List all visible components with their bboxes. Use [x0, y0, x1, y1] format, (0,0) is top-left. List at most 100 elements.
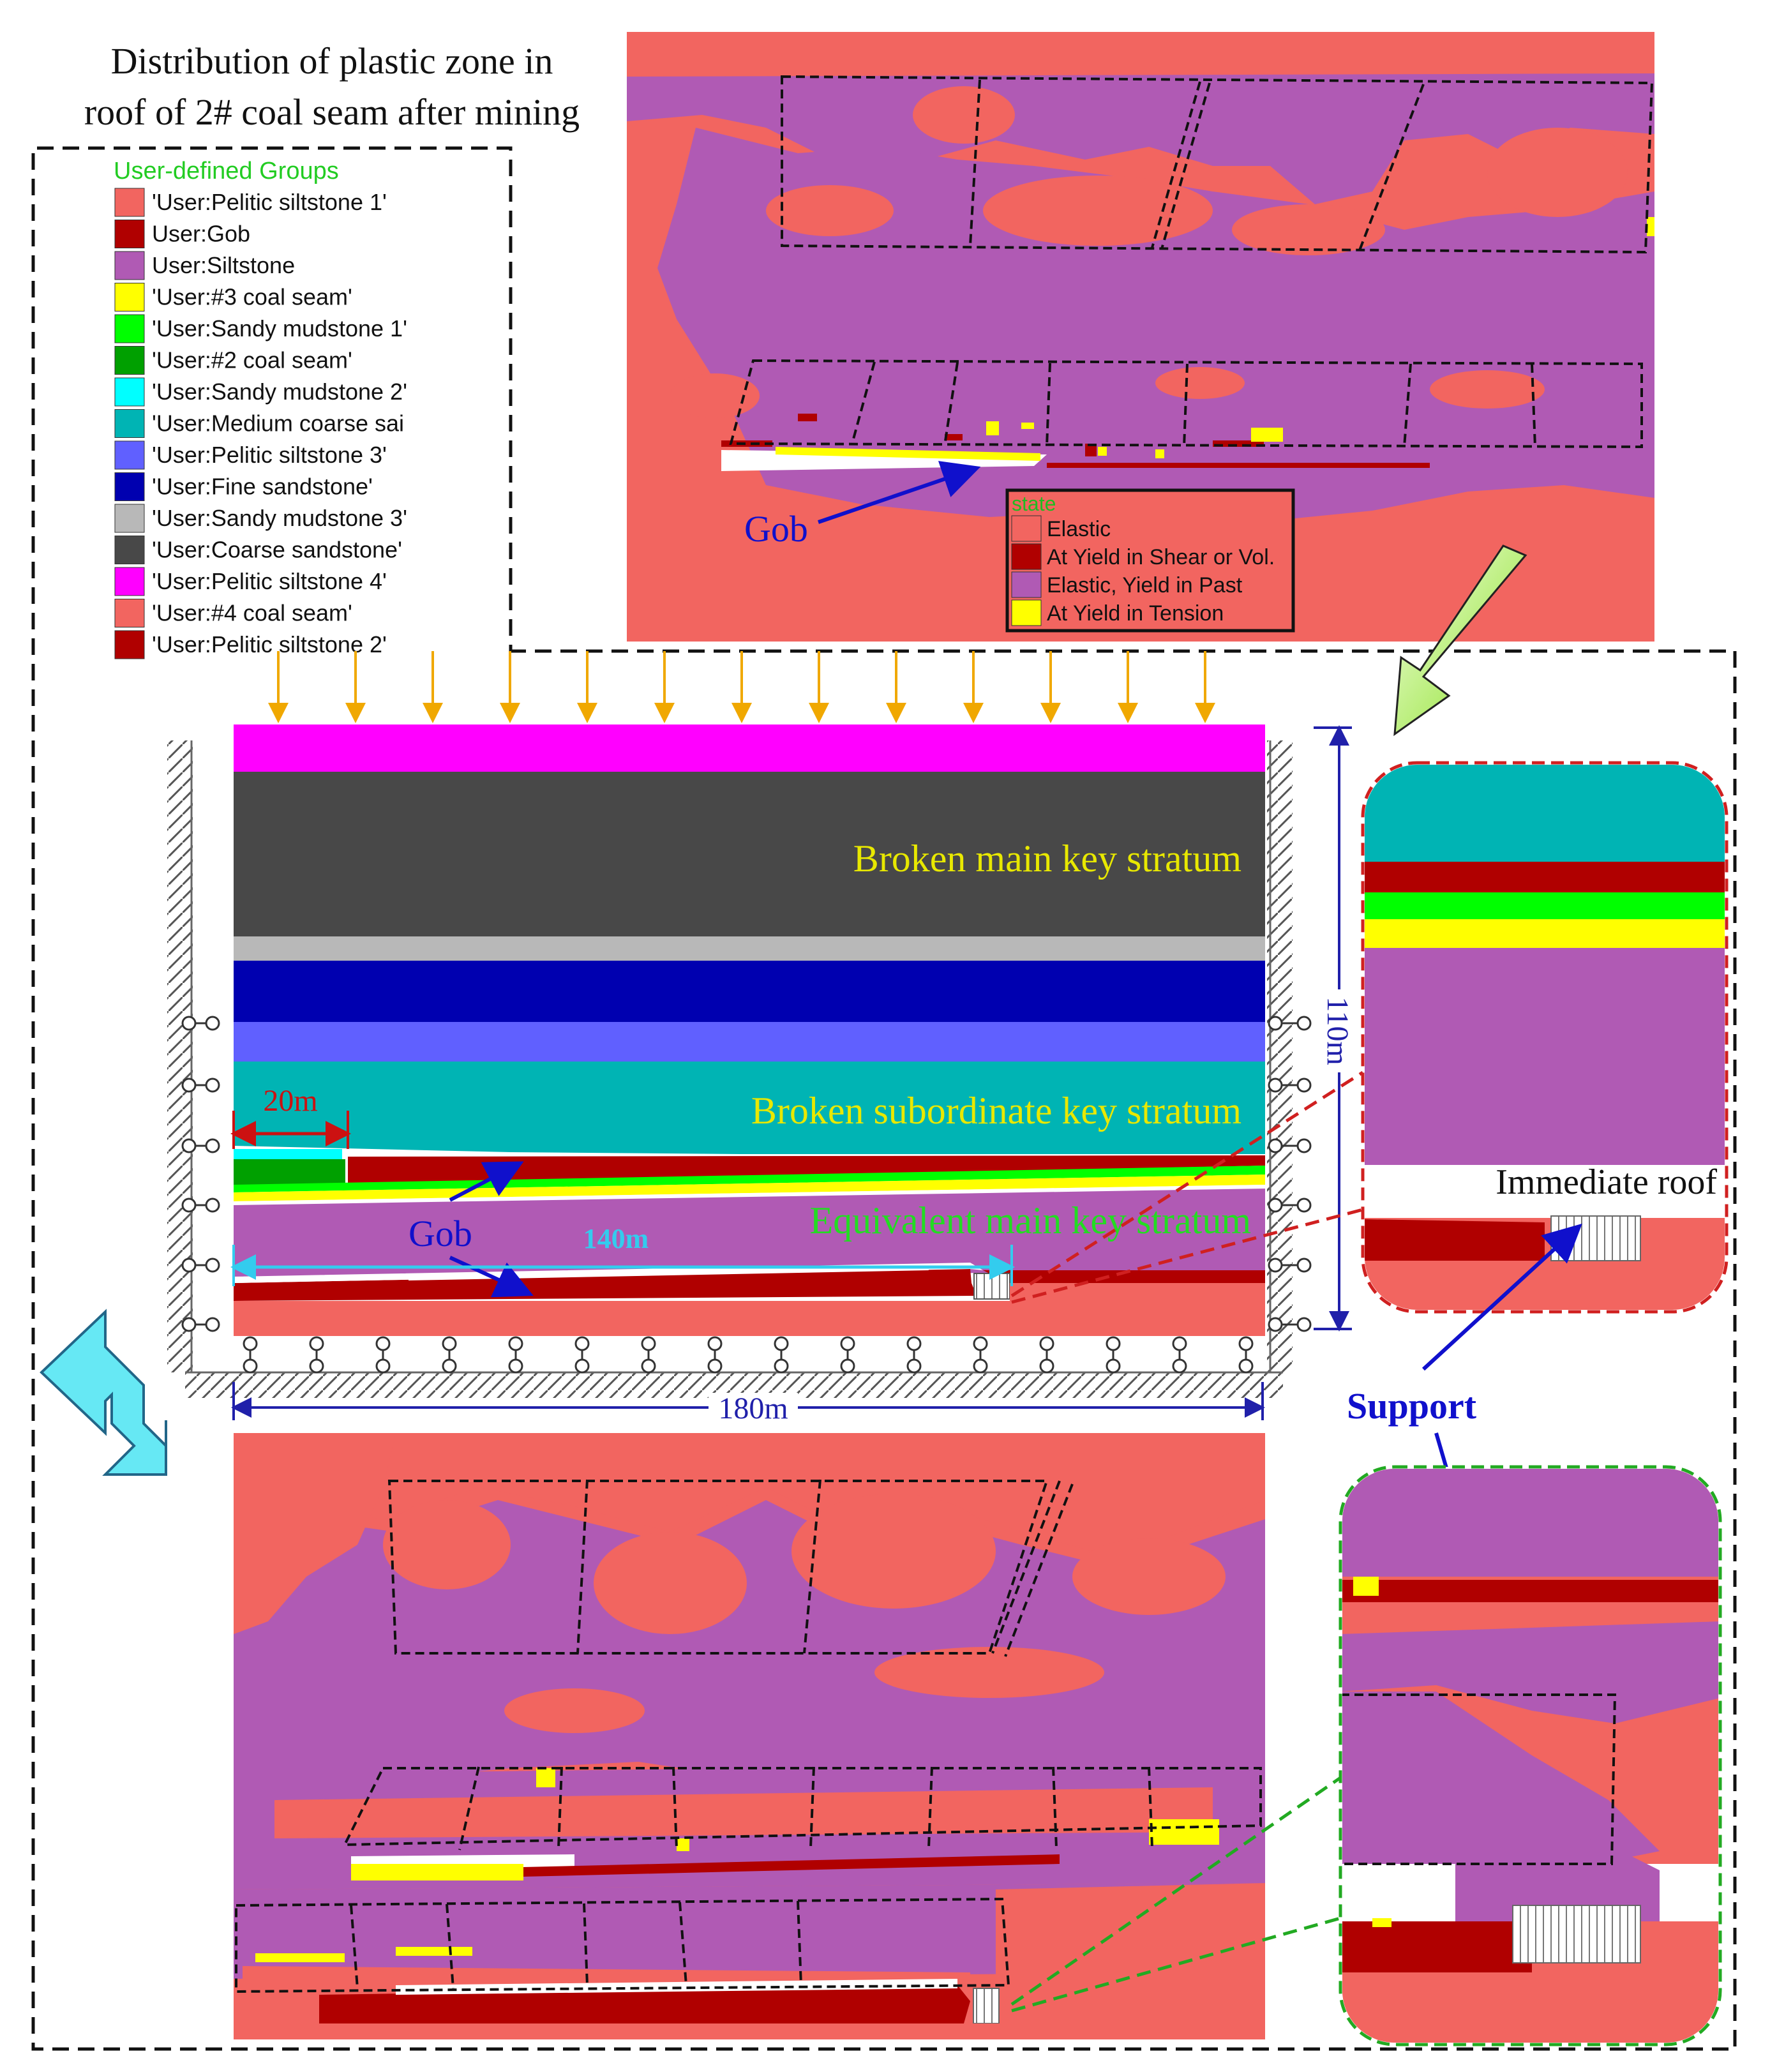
group-legend-item: 'User:Pelitic siltstone 2' [114, 630, 387, 659]
dim-180m-label: 180m [718, 1392, 788, 1425]
state-legend-swatch [1011, 599, 1042, 626]
group-legend-swatch [114, 472, 145, 501]
red-connector-lower [1011, 1208, 1363, 1304]
model-support [973, 1273, 1010, 1300]
group-legend-item: 'User:Fine sandstone' [114, 472, 373, 501]
state-legend-heading: state [1012, 492, 1056, 515]
side-roller [1268, 1197, 1312, 1213]
green-connector-lower [1011, 1916, 1341, 2013]
group-legend-swatch [114, 251, 145, 280]
group-legend-swatch [114, 567, 145, 596]
state-legend-item: Elastic [1011, 515, 1111, 542]
numerical-model: Broken main key stratum Broken subordina… [167, 651, 1354, 1425]
state-legend-swatch [1011, 571, 1042, 598]
state-legend-swatch [1011, 515, 1042, 542]
stratum-coarse-sandstone [234, 772, 1265, 936]
group-legend-label: 'User:Sandy mudstone 1' [152, 315, 407, 342]
group-legend-item: 'User:#4 coal seam' [114, 599, 352, 627]
group-legend-swatch [114, 536, 145, 564]
group-legend-item: 'User:#2 coal seam' [114, 346, 352, 375]
side-roller [181, 1197, 220, 1213]
side-roller [181, 1077, 220, 1093]
bottom-roller [442, 1336, 457, 1374]
support-label: Support [1347, 1385, 1477, 1427]
bottom-roller [508, 1336, 523, 1374]
top-plastic-panel: Gob state Elastic At Yield in Shear or Vo… [627, 32, 1654, 642]
green-connector-upper [1010, 1776, 1342, 2006]
top-gob-label: Gob [744, 508, 808, 550]
stratum-pelitic-siltstone-3 [234, 1022, 1265, 1062]
group-legend-label: 'User:Pelitic siltstone 4' [152, 568, 387, 594]
group-legend-swatch [114, 599, 145, 627]
group-legend-heading: User-defined Groups [114, 158, 339, 184]
group-legend-item: User:Gob [114, 220, 250, 248]
state-legend: state Elastic At Yield in Shear or Vol. El… [1005, 488, 1295, 633]
side-roller [181, 1016, 220, 1031]
group-legend-label: User:Gob [152, 221, 250, 247]
group-legend-item: 'User:Sandy mudstone 3' [114, 504, 407, 533]
support-zoom [1339, 1465, 1722, 2046]
group-legend-item: 'User:Pelitic siltstone 3' [114, 440, 387, 470]
group-legend-swatch [114, 377, 145, 407]
label-equivalent-main-key: Equivalent main key stratum [810, 1199, 1252, 1242]
group-legend-label: 'User:Fine sandstone' [152, 474, 373, 500]
dim-110m-label: 110m [1321, 996, 1354, 1065]
group-legend-item: 'User:Medium coarse sai [114, 409, 404, 438]
figure-title-line1: Distribution of plastic zone in [111, 40, 553, 82]
group-legend-item: 'User:Coarse sandstone' [114, 536, 402, 564]
group-legend-label: 'User:Coarse sandstone' [152, 537, 402, 563]
label-broken-subordinate-key: Broken subordinate key stratum [751, 1090, 1241, 1132]
dim-20m-label: 20m [263, 1084, 317, 1118]
group-legend-item: 'User:Sandy mudstone 2' [114, 377, 407, 407]
group-legend-swatch [114, 346, 145, 375]
state-legend-item: At Yield in Shear or Vol. [1011, 543, 1275, 570]
state-legend-item: Elastic, Yield in Past [1011, 571, 1243, 598]
state-legend-label: Elastic, Yield in Past [1047, 573, 1243, 597]
group-legend: User-defined Groups 'User:Pelitic siltst… [114, 158, 407, 659]
dim-140m-label: 140m [583, 1223, 649, 1254]
group-legend-label: 'User:Sandy mudstone 2' [152, 379, 407, 405]
group-legend-swatch [114, 188, 145, 217]
side-roller [1268, 1077, 1312, 1093]
model-gob-arrow-up [449, 1161, 524, 1202]
model-gob-label: Gob [409, 1213, 472, 1254]
label-broken-main-key: Broken main key stratum [853, 837, 1241, 880]
big-green-arrow [1393, 544, 1527, 737]
side-roller [1268, 1016, 1312, 1031]
stratum-pelitic-siltstone-1 [234, 1301, 1265, 1336]
bottom-plastic-panel [234, 1433, 1265, 2039]
stratum-medium-coarse-sandstone [234, 1062, 1265, 1154]
group-legend-swatch [114, 409, 145, 438]
group-legend-label: User:Siltstone [152, 252, 295, 278]
bottom-roller [641, 1336, 656, 1374]
state-legend-label: At Yield in Shear or Vol. [1047, 545, 1275, 569]
outer-dashed-frame [31, 146, 1737, 2051]
group-legend-swatch [114, 220, 145, 248]
bottom-roller [1172, 1336, 1187, 1374]
bottom-roller [1238, 1336, 1254, 1374]
bottom-roller [973, 1336, 988, 1374]
bottom-roller [774, 1336, 789, 1374]
red-connector-upper [1010, 1070, 1364, 1298]
side-roller [1268, 1317, 1312, 1332]
group-legend-label: 'User:Pelitic siltstone 1' [152, 189, 387, 215]
group-legend-item: 'User:Pelitic siltstone 4' [114, 567, 387, 596]
group-legend-label: 'User:Medium coarse sai [152, 410, 404, 437]
cyan-double-arrow [40, 1309, 167, 1476]
state-legend-item: At Yield in Tension [1011, 599, 1224, 626]
state-legend-label: Elastic [1047, 517, 1111, 541]
immediate-roof-zoom: Immediate roof [1361, 761, 1729, 1314]
figure-title-line2: roof of 2# coal seam after mining [84, 91, 580, 133]
group-legend-label: 'User:Pelitic siltstone 3' [152, 442, 387, 468]
group-legend-item: User:Siltstone [114, 251, 295, 280]
bottom-roller [243, 1336, 258, 1374]
bottom-roller [707, 1336, 723, 1374]
group-legend-swatch [114, 283, 145, 312]
group-legend-label: 'User:Pelitic siltstone 2' [152, 631, 387, 657]
group-legend-label: 'User:Sandy mudstone 3' [152, 505, 407, 531]
immediate-roof-label: Immediate roof [1496, 1162, 1717, 1202]
bottom-roller [906, 1336, 922, 1374]
group-legend-label: 'User:#3 coal seam' [152, 284, 352, 310]
